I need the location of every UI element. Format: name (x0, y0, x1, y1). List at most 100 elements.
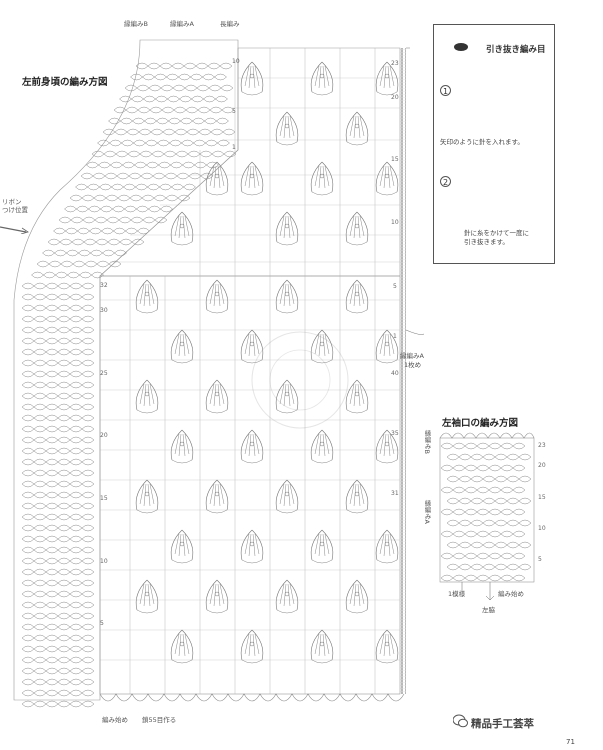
net-cell (97, 139, 110, 147)
net-cell (482, 519, 496, 527)
net-cell (45, 392, 59, 400)
net-cell (57, 436, 71, 444)
net-cell (177, 194, 191, 202)
net-cell (21, 315, 35, 323)
net-cell (81, 403, 95, 411)
net-cell (440, 464, 454, 472)
net-cell (57, 546, 71, 554)
net-cell (150, 128, 164, 136)
net-cell (33, 645, 47, 653)
net-cell (78, 249, 91, 257)
net-cell (45, 513, 59, 521)
net-cell (45, 601, 59, 609)
net-cell (33, 700, 47, 708)
net-cell (476, 508, 490, 516)
net-cell (33, 568, 47, 576)
net-cell (184, 84, 198, 92)
net-cell (512, 486, 526, 494)
net-cell (89, 227, 102, 235)
slip-stitch-symbol-icon (454, 43, 468, 51)
net-cell (500, 486, 514, 494)
net-cell (202, 73, 215, 81)
net-cell (33, 425, 47, 433)
net-cell (103, 150, 117, 158)
net-cell (69, 700, 83, 708)
net-cell (102, 249, 115, 257)
net-cell (57, 535, 71, 543)
net-cell (81, 590, 95, 598)
net-cell (45, 667, 59, 675)
net-cell (57, 579, 71, 587)
net-cell (139, 150, 153, 158)
net-cell (500, 552, 514, 560)
net-cell (452, 508, 466, 516)
net-cell (135, 183, 148, 191)
net-cell (120, 117, 133, 125)
net-cell (69, 359, 83, 367)
net-cell (48, 260, 62, 268)
net-cell (506, 519, 520, 527)
net-cell (440, 508, 454, 516)
net-cell (60, 260, 74, 268)
net-cell (69, 535, 83, 543)
net-cell (183, 183, 196, 191)
net-cell (21, 469, 35, 477)
net-cell (217, 139, 230, 147)
net-cell (57, 348, 71, 356)
net-cell (45, 700, 59, 708)
net-cell (452, 552, 466, 560)
net-cell (512, 442, 526, 450)
net-cell (69, 623, 83, 631)
net-cell (21, 623, 35, 631)
net-cell (194, 161, 207, 169)
net-cell (126, 128, 140, 136)
net-cell (45, 282, 59, 290)
net-cell (512, 552, 526, 560)
net-cell (494, 475, 508, 483)
net-cell (446, 475, 460, 483)
net-cell (57, 590, 71, 598)
sleeve-edge-a-label: 縁編みA (423, 500, 431, 524)
net-cell (452, 442, 466, 450)
net-cell (216, 117, 229, 125)
net-cell (81, 546, 95, 554)
net-cell (45, 315, 59, 323)
right-edge-chain (400, 47, 425, 694)
net-cell (458, 475, 472, 483)
step2-note: 針に糸をかけて一度に 引き抜きます。 (464, 229, 529, 246)
net-cell (69, 689, 83, 697)
net-cell (47, 238, 61, 246)
net-cell (167, 95, 180, 103)
net-cell (57, 678, 71, 686)
net-cell (92, 172, 106, 180)
net-cell (57, 557, 71, 565)
net-cell (21, 491, 35, 499)
net-cell (69, 381, 83, 389)
sleeve-start-label: 編み始め (498, 590, 524, 598)
net-cell (506, 541, 520, 549)
net-cell (76, 205, 89, 213)
net-cell (69, 656, 83, 664)
sleeve-one-repeat-label: 1模様 (448, 590, 466, 598)
net-cell (57, 359, 71, 367)
net-cell (211, 150, 225, 158)
net-cell (512, 530, 526, 538)
net-cell (168, 117, 181, 125)
net-cell (452, 464, 466, 472)
net-cell (84, 260, 98, 268)
net-cell (33, 480, 47, 488)
net-cell (452, 530, 466, 538)
net-cell (65, 227, 78, 235)
net-cell (45, 458, 59, 466)
net-cell (69, 601, 83, 609)
net-cell (464, 508, 478, 516)
net-cell (21, 700, 35, 708)
net-cell (171, 183, 184, 191)
net-cell (57, 656, 71, 664)
net-cell (72, 260, 86, 268)
sleeve-edge-b-label: 縁編みB (423, 430, 431, 454)
net-cell (69, 469, 83, 477)
net-cell (452, 486, 466, 494)
sleeve-chart-grid (439, 432, 535, 601)
net-cell (45, 359, 59, 367)
